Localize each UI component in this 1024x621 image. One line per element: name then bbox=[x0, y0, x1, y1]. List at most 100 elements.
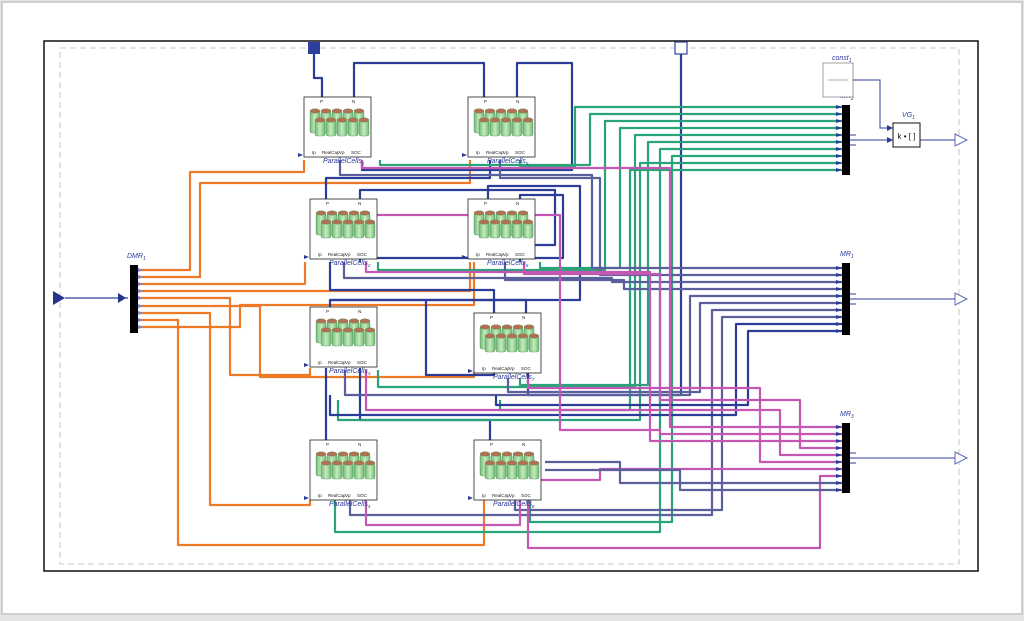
power-wire bbox=[330, 298, 528, 313]
battery-terminal-icon bbox=[528, 333, 540, 339]
pin-output-label: SOC bbox=[521, 366, 532, 371]
dmr-output-arrow-icon bbox=[138, 282, 143, 286]
battery-terminal-icon bbox=[353, 108, 365, 114]
vg-output-port[interactable] bbox=[954, 133, 969, 147]
mr1-label: MR1 bbox=[840, 251, 854, 260]
soc-wire bbox=[328, 322, 842, 417]
battery-module-label: ParallelCells1 bbox=[323, 158, 365, 166]
mr3-input-arrow-icon bbox=[836, 467, 842, 471]
module-input-arrow-icon bbox=[304, 496, 309, 500]
battery-cell-icon bbox=[320, 329, 332, 347]
const-to-vg-line bbox=[853, 79, 890, 129]
mr3-input-arrow-icon bbox=[836, 432, 842, 436]
battery-cell-icon bbox=[358, 119, 370, 137]
battery-cell-icon bbox=[364, 329, 376, 347]
battery-terminal-icon bbox=[364, 460, 376, 466]
battery-terminal-icon bbox=[512, 324, 524, 330]
current-wire bbox=[138, 296, 312, 377]
pin-output-label: RealCap bbox=[328, 493, 346, 498]
mr1-input-arrow-icon bbox=[836, 329, 842, 333]
pin-connector[interactable] bbox=[308, 42, 320, 54]
capacity-wire bbox=[526, 378, 842, 464]
battery-terminal-icon bbox=[331, 108, 343, 114]
dmr-output-arrow-icon bbox=[138, 311, 143, 315]
battery-terminal-icon bbox=[484, 210, 496, 216]
battery-terminal-icon bbox=[506, 210, 518, 216]
pin-n-label: N bbox=[522, 442, 525, 447]
capacity-wire bbox=[364, 262, 842, 443]
mr3-output-port[interactable] bbox=[954, 451, 969, 465]
battery-cell-icon bbox=[336, 119, 348, 137]
pin-n-label: N bbox=[358, 201, 361, 206]
dmr-bus-bar[interactable] bbox=[130, 265, 138, 333]
mr1-input-arrow-icon bbox=[836, 287, 842, 291]
battery-cell-icon bbox=[517, 335, 529, 353]
mr1-input-arrow-icon bbox=[836, 322, 842, 326]
mr2-input-arrow-icon bbox=[836, 105, 842, 109]
power-wire bbox=[312, 54, 324, 97]
pin-output-label: RealCap bbox=[492, 493, 510, 498]
pin-output-label: SOC bbox=[357, 360, 368, 365]
battery-terminal-icon bbox=[511, 117, 523, 123]
battery-terminal-icon bbox=[517, 460, 529, 466]
battery-terminal-icon bbox=[315, 210, 327, 216]
module-input-arrow-icon bbox=[462, 153, 467, 157]
pin-output-label: Ip bbox=[476, 252, 480, 257]
battery-terminal-icon bbox=[342, 460, 354, 466]
pin-output-label: Vp bbox=[509, 366, 515, 371]
battery-terminal-icon bbox=[326, 451, 338, 457]
battery-cell-icon bbox=[495, 335, 507, 353]
battery-terminal-icon bbox=[336, 117, 348, 123]
pin-output-label: Ip bbox=[312, 150, 316, 155]
battery-cell-icon bbox=[511, 119, 523, 137]
pin-output-label: Vp bbox=[345, 360, 351, 365]
battery-terminal-icon bbox=[326, 210, 338, 216]
capacity-wire bbox=[545, 468, 842, 492]
dmr-output-arrow-icon bbox=[138, 289, 143, 293]
mr1-output-port[interactable] bbox=[954, 292, 969, 306]
battery-terminal-icon bbox=[337, 318, 349, 324]
battery-terminal-icon bbox=[522, 219, 534, 225]
battery-terminal-icon bbox=[359, 318, 371, 324]
pin-output-label: Ip bbox=[318, 493, 322, 498]
battery-terminal-icon bbox=[320, 219, 332, 225]
battery-cell-icon bbox=[353, 462, 365, 480]
mr2-bus-bar[interactable] bbox=[842, 105, 850, 175]
mr2-input-arrow-icon bbox=[836, 147, 842, 151]
pin-n-label: N bbox=[522, 315, 525, 320]
mr1-bus-bar[interactable] bbox=[842, 263, 850, 335]
pin-output-label: Ip bbox=[318, 252, 322, 257]
battery-cell-icon bbox=[517, 462, 529, 480]
battery-terminal-icon bbox=[528, 460, 540, 466]
battery-terminal-icon bbox=[359, 451, 371, 457]
soc-wire bbox=[348, 308, 842, 517]
pin-output-label: RealCap bbox=[486, 150, 504, 155]
battery-terminal-icon bbox=[479, 324, 491, 330]
battery-terminal-icon bbox=[512, 451, 524, 457]
model-boundary bbox=[59, 47, 960, 565]
battery-terminal-icon bbox=[348, 318, 360, 324]
mr2-input-arrow-icon bbox=[836, 154, 842, 158]
capacity-wire bbox=[545, 460, 842, 485]
mr1-input-arrow-icon bbox=[836, 273, 842, 277]
power-wire bbox=[352, 61, 486, 97]
battery-terminal-icon bbox=[501, 324, 513, 330]
arrow-icon bbox=[887, 137, 893, 143]
dmr-label: DMR1 bbox=[127, 253, 146, 262]
battery-terminal-icon bbox=[506, 460, 518, 466]
pin-connector-open[interactable] bbox=[674, 41, 688, 55]
pin-output-label: RealCap bbox=[328, 360, 346, 365]
input-port-triangle[interactable] bbox=[53, 291, 65, 305]
battery-terminal-icon bbox=[364, 327, 376, 333]
mr3-bus-bar[interactable] bbox=[842, 423, 850, 493]
battery-terminal-icon bbox=[517, 108, 529, 114]
vg-gain-block[interactable] bbox=[892, 122, 921, 148]
